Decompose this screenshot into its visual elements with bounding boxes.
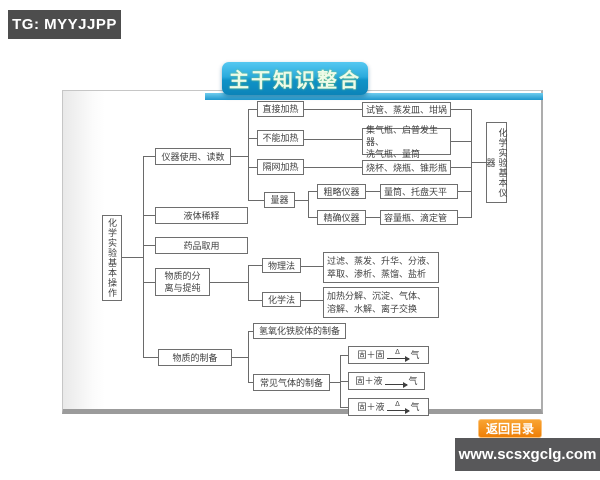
leaf-no-heating-items: 集气瓶、启普发生器、 洗气瓶、量筒 xyxy=(362,125,451,159)
connector-line xyxy=(143,215,155,216)
node-physical-method: 物理法 xyxy=(262,258,301,273)
equation-right: 气 xyxy=(410,350,420,360)
connector-line xyxy=(340,355,348,356)
connector-line xyxy=(308,191,317,192)
connector-line xyxy=(232,357,248,358)
leaf-direct-heating-items: 试管、蒸发皿、坩埚 xyxy=(362,102,451,117)
node-instrument-use: 仪器使用、读数 xyxy=(155,148,231,165)
connector-line xyxy=(340,381,348,382)
node-substance-preparation: 物质的制备 xyxy=(158,349,232,366)
connector-line xyxy=(301,266,323,267)
equation-right: 气 xyxy=(408,376,418,386)
watermark-badge: www.scsxgclg.com xyxy=(455,438,600,471)
connector-line xyxy=(248,200,264,201)
leaf-chemical-items: 加热分解、沉淀、气体、 溶解、水解、离子交换 xyxy=(323,287,439,318)
node-mesh-heating: 隔网加热 xyxy=(257,159,304,175)
node-precise-instruments: 精确仪器 xyxy=(317,210,366,225)
connector-line xyxy=(366,191,380,192)
connector-line xyxy=(210,282,248,283)
connector-line xyxy=(231,156,248,157)
node-no-heating: 不能加热 xyxy=(257,130,304,146)
connector-line xyxy=(304,167,362,168)
connector-line xyxy=(451,141,471,142)
connector-line xyxy=(451,109,471,110)
node-root: 化学实验基本操作 xyxy=(102,215,122,301)
node-rough-instruments: 粗略仪器 xyxy=(317,184,366,199)
leaf-precise-items: 容量瓶、滴定管 xyxy=(380,210,458,225)
connector-line xyxy=(248,265,249,301)
reaction-arrow-icon: Δ xyxy=(386,401,410,414)
equation-solid-solid-gas: 固＋固 Δ 气 xyxy=(348,346,429,364)
leaf-mesh-heating-items: 烧杯、烧瓶、锥形瓶 xyxy=(362,160,451,175)
node-separation-purification: 物质的分 离与提纯 xyxy=(155,268,210,296)
node-liquid-dilution: 液体稀释 xyxy=(155,207,248,224)
node-reagent-taking: 药品取用 xyxy=(155,237,248,254)
equation-left: 固＋液 xyxy=(357,402,385,412)
equation-solid-liquid-gas: 固＋液 气 xyxy=(348,372,425,390)
trunk-line xyxy=(143,156,144,357)
connector-line xyxy=(308,191,309,218)
node-colloid-preparation: 氢氧化铁胶体的制备 xyxy=(253,323,346,339)
connector-line xyxy=(122,257,143,258)
node-measuring-devices: 量器 xyxy=(264,192,295,208)
connector-line xyxy=(330,382,340,383)
connector-line xyxy=(304,109,362,110)
connector-line xyxy=(248,109,249,200)
connector-line xyxy=(248,138,257,139)
connector-line xyxy=(301,300,323,301)
connector-line xyxy=(308,217,317,218)
equation-left: 固＋液 xyxy=(355,376,383,386)
equation-left: 固＋固 xyxy=(357,350,385,360)
reaction-arrow-icon: Δ xyxy=(386,349,410,362)
connector-line xyxy=(295,200,308,201)
equation-right: 气 xyxy=(410,402,420,412)
connector-line xyxy=(366,217,380,218)
connector-line xyxy=(248,109,257,110)
connector-line xyxy=(143,245,155,246)
tg-badge: TG: MYYJJPP xyxy=(8,10,121,39)
connector-line xyxy=(248,331,249,382)
connector-line xyxy=(304,139,362,140)
delta-condition: Δ xyxy=(395,401,400,408)
connector-line xyxy=(248,382,253,383)
connector-line xyxy=(451,167,471,168)
node-direct-heating: 直接加热 xyxy=(257,101,304,117)
node-gas-preparation: 常见气体的制备 xyxy=(253,374,330,391)
slide-title: 主干知识整合 xyxy=(222,62,368,95)
connector-line xyxy=(340,407,348,408)
connector-line xyxy=(471,109,472,218)
node-chemical-method: 化学法 xyxy=(262,292,301,307)
back-to-contents-button[interactable]: 返回目录 xyxy=(478,419,542,438)
leaf-rough-items: 量筒、托盘天平 xyxy=(380,184,458,199)
equation-solid-liquid-heat-gas: 固＋液 Δ 气 xyxy=(348,398,429,416)
leaf-physical-items: 过滤、蒸发、升华、分液、 萃取、渗析、蒸馏、盐析 xyxy=(323,252,439,283)
connector-line xyxy=(248,300,262,301)
connector-line xyxy=(143,282,155,283)
connector-line xyxy=(458,191,471,192)
delta-condition: Δ xyxy=(395,349,400,356)
connector-line xyxy=(248,265,262,266)
node-basic-instruments: 化学实验基本仪器 xyxy=(486,122,508,203)
title-ribbon xyxy=(205,93,543,100)
reaction-arrow-icon xyxy=(384,375,408,388)
connector-line xyxy=(248,167,257,168)
connector-line xyxy=(471,162,486,163)
connector-line xyxy=(143,156,155,157)
connector-line xyxy=(143,357,158,358)
connector-line xyxy=(248,331,253,332)
connector-line xyxy=(458,217,471,218)
